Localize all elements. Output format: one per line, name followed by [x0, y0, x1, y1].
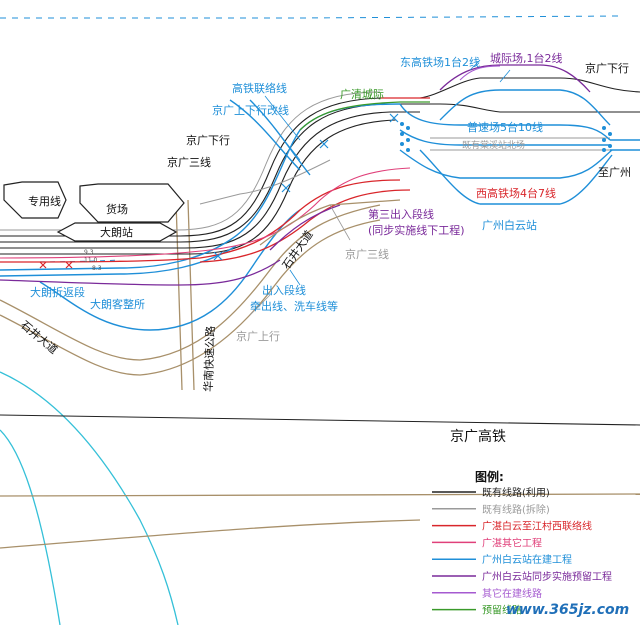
- label-special-line: 专用线: [28, 194, 61, 208]
- label-depot-line: 出入段线: [262, 283, 306, 297]
- label-tangxi-north: 既有棠溪站北场: [462, 139, 525, 151]
- label-huanan-expressway: 华南快速公路: [201, 326, 217, 392]
- label-jingguang-up: 京广上行: [236, 329, 280, 343]
- label-jingguang-down: 京广下行: [186, 133, 230, 147]
- label-west-hsr: 西高铁场4台7线: [476, 186, 556, 200]
- main-trunk-black: [0, 77, 640, 255]
- shijing-ave-2: [0, 219, 381, 376]
- red-lines: [0, 97, 430, 263]
- main-trunk-grey: [0, 91, 610, 231]
- label-jingguang-updown-reroute: 京广上下行改线: [212, 103, 289, 117]
- legend-items: 既有线路(利用) 既有线路(拆除) 广湛白云至江村西联络线广湛其它工程广州白云站在建…: [432, 486, 612, 617]
- label-baiyun-station: 广州白云站: [482, 218, 537, 232]
- label-dalang-turnback: 大朗折返段: [30, 285, 85, 299]
- freight-yard-shape: [79, 183, 185, 223]
- legend-item-label: 广州白云站在建工程: [482, 553, 572, 566]
- dalang-station-shape: [56, 222, 178, 242]
- legend-item-label: 预留线路: [482, 604, 522, 617]
- leader-lines: [264, 59, 511, 286]
- label-freight-yard: 货场: [106, 202, 128, 216]
- tan-line-2: [0, 519, 421, 549]
- label-num-1: 9.3: [84, 249, 94, 256]
- label-east-hsr: 东高铁场1台2线: [400, 55, 480, 69]
- label-jingguang-hsr: 京广高铁: [450, 428, 506, 445]
- label-jingguang-down-top: 京广下行: [585, 61, 629, 75]
- pink-lines: [0, 167, 411, 259]
- label-dalang-servicing: 大朗客整所: [90, 297, 145, 311]
- purple-lines: [0, 64, 591, 286]
- legend: 图例: 既有线路(利用) 既有线路(拆除) 广湛白云至江村西联络线广湛其它工程广州白…: [432, 469, 612, 617]
- label-hsr-link: 高铁联络线: [232, 81, 287, 95]
- expressway-line-1: [175, 199, 183, 391]
- label-third-depot-1: 第三出入段线: [368, 207, 434, 221]
- tan-line-1: [0, 493, 640, 497]
- legend-item-label: 广湛其它工程: [482, 536, 542, 549]
- label-to-guangzhou: 至广州: [598, 166, 631, 179]
- label-num-2: 11.0: [84, 257, 98, 264]
- legend-title: 图例:: [475, 469, 504, 484]
- hsr-line: [0, 414, 640, 426]
- cyan-curve-1: [0, 371, 179, 625]
- label-dalang-station: 大朗站: [100, 225, 133, 239]
- tan-loop: [259, 199, 401, 246]
- label-shijing-ave-2: 石井大道: [18, 318, 61, 357]
- station-dots-right: [400, 122, 612, 152]
- shijing-ave-1: [0, 204, 381, 361]
- label-shijing-ave-1: 石井大道: [279, 228, 316, 272]
- label-guangqing: 广清城际: [340, 88, 384, 101]
- legend-item-label: 既有线路(拆除): [482, 503, 550, 516]
- violet-lines: [459, 65, 501, 81]
- legend-item-label: 其它在建线路: [482, 587, 542, 600]
- label-intercity: 城际场,1台2线: [490, 51, 563, 65]
- expressway-line-2: [187, 199, 195, 391]
- label-shunting-wash: 牵出线、洗车线等: [250, 299, 338, 313]
- label-third-depot-2: (同步实施线下工程): [368, 223, 465, 237]
- label-jingguang-third: 京广三线: [167, 155, 211, 169]
- cyan-curve-2: [0, 429, 61, 625]
- legend-item-label: 广州白云站同步实施预留工程: [482, 570, 612, 583]
- label-num-3: 8.3: [92, 265, 102, 272]
- legend-item-label: 广湛白云至江村西联络线: [482, 520, 592, 533]
- label-regular-speed: 普速场5台10线: [467, 120, 543, 134]
- boundary-dashed: [0, 15, 621, 19]
- legend-item-label: 既有线路(利用): [482, 486, 550, 499]
- green-lines: [299, 101, 430, 131]
- leader-lines-grey: [249, 204, 351, 316]
- watermark-text: www.365jz.com: [506, 602, 629, 618]
- red-markers: [39, 261, 73, 269]
- switch-markers: [213, 113, 399, 261]
- special-line-shape: [3, 181, 67, 219]
- label-jingguang-third-2: 京广三线: [345, 247, 389, 261]
